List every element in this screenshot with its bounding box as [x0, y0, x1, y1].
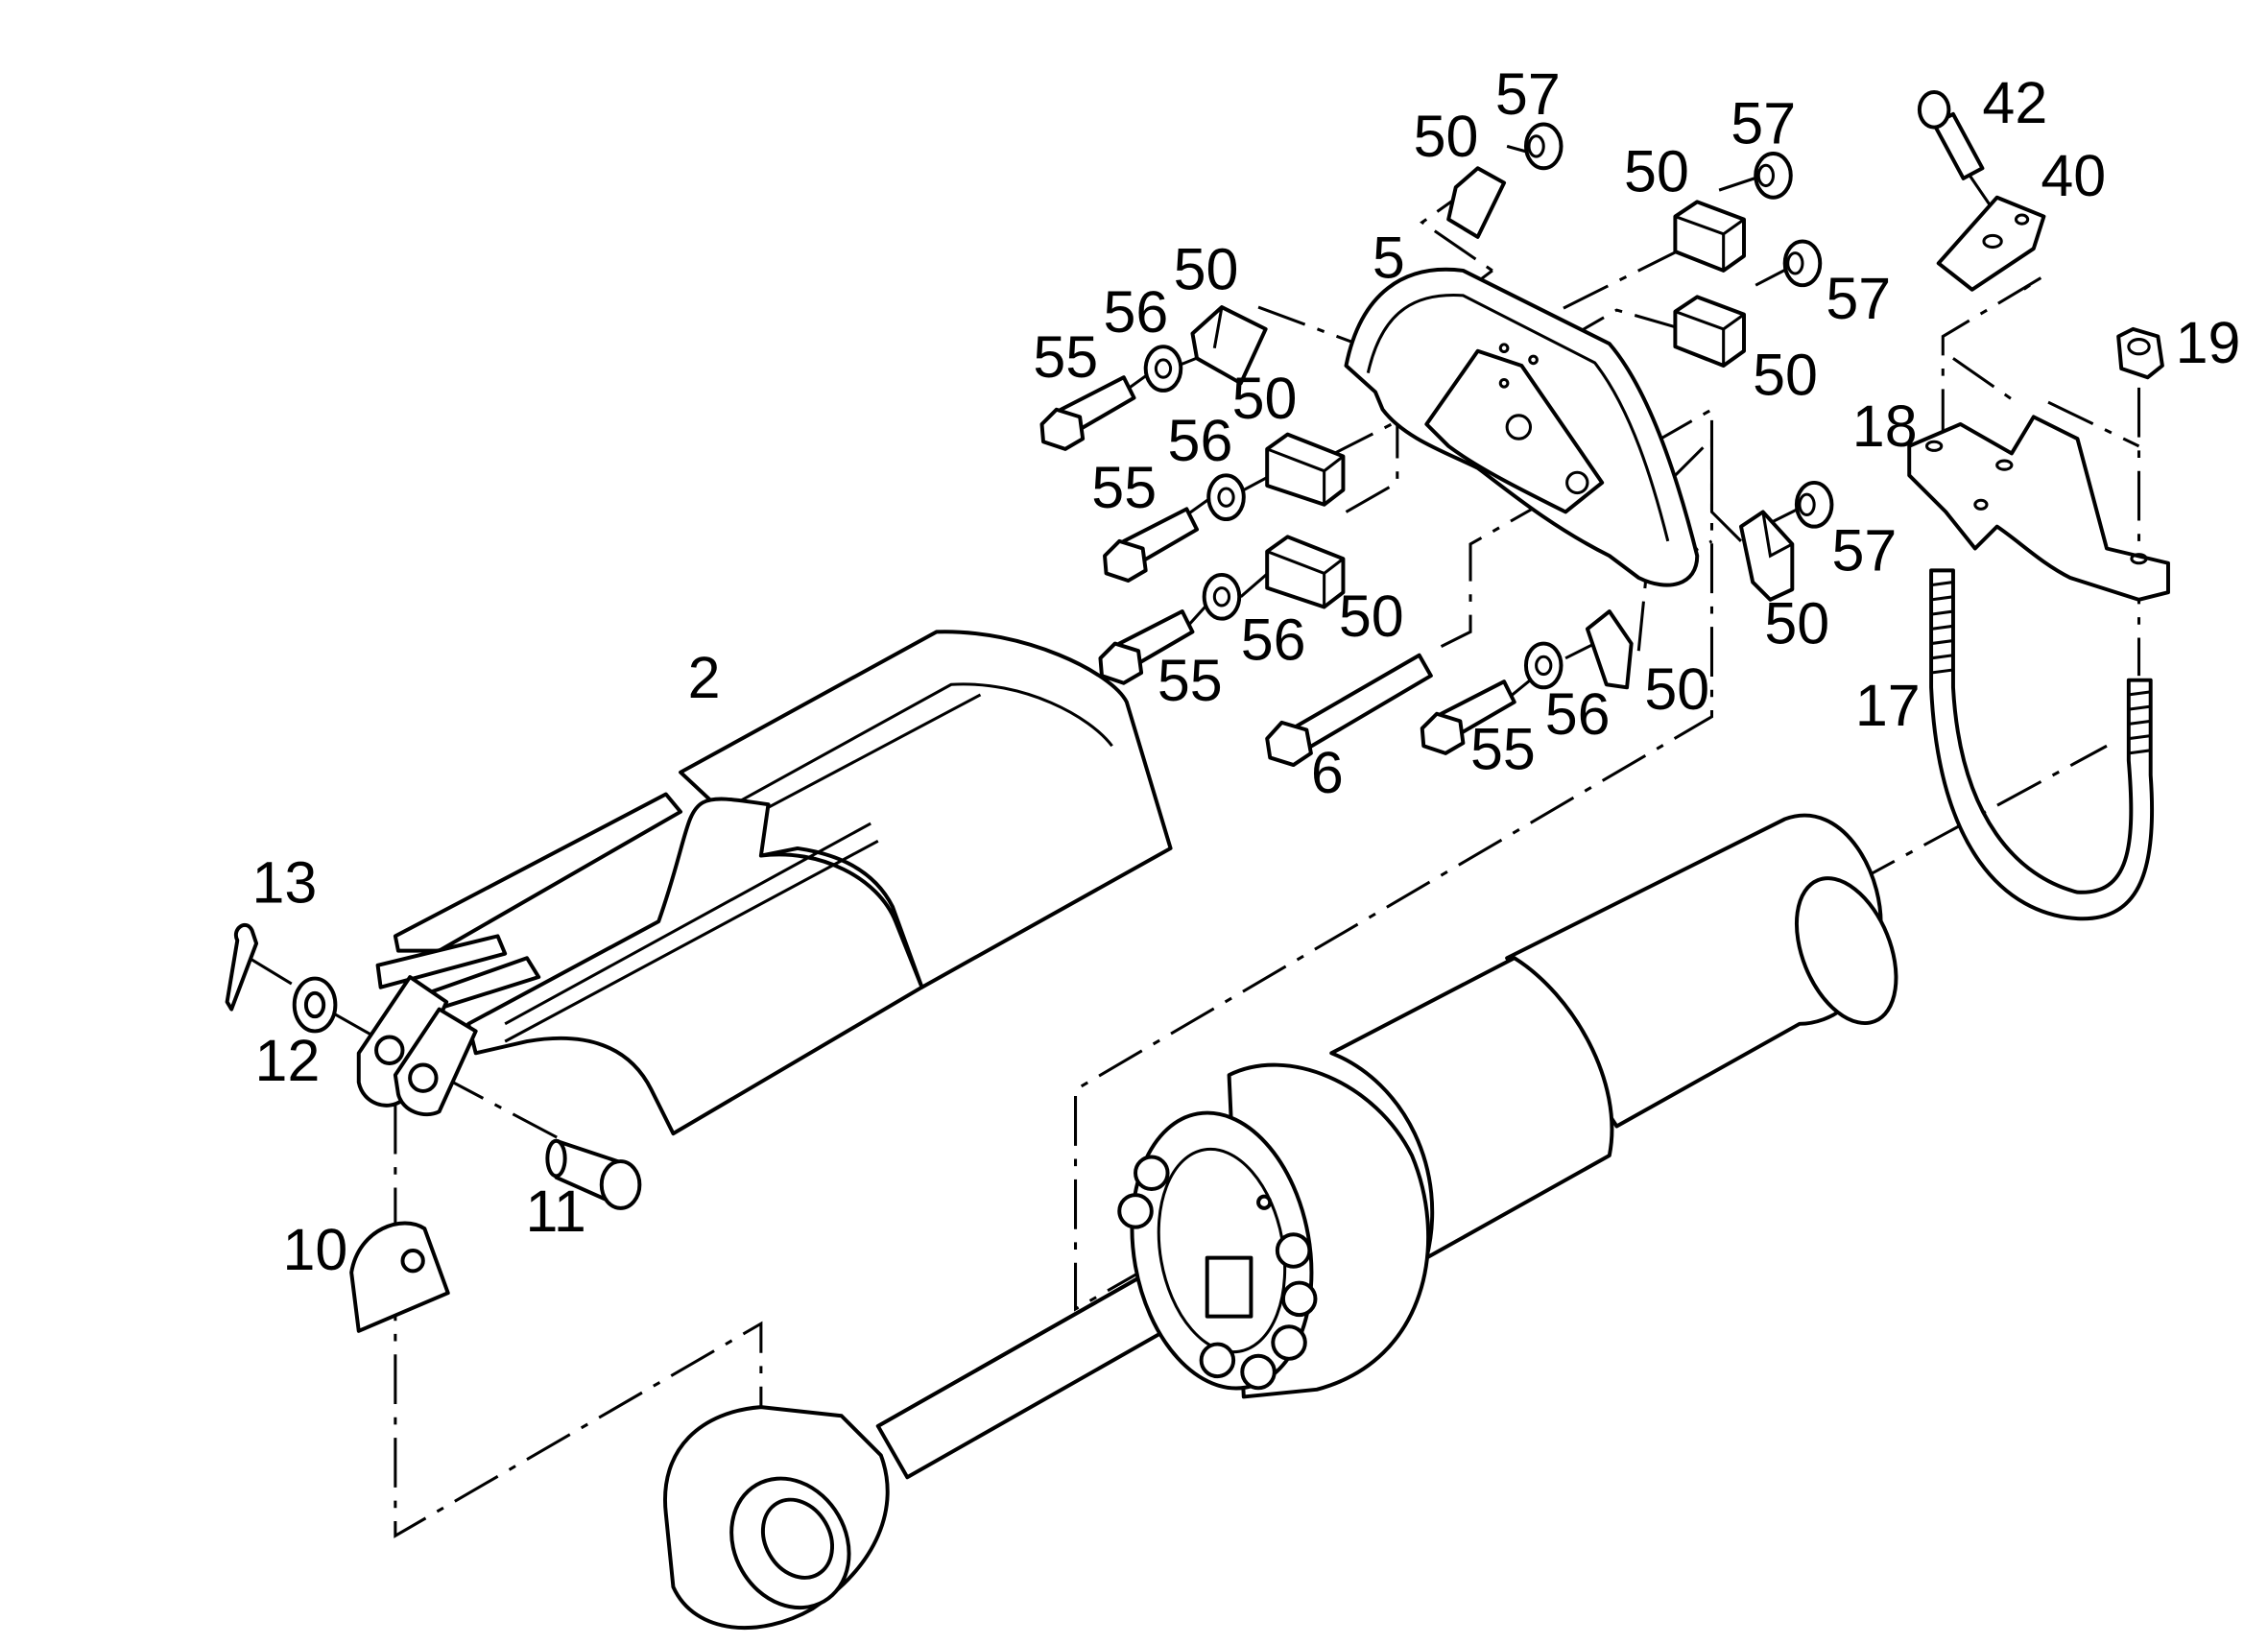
bolt-55: [1420, 679, 1516, 755]
callout-5: 5: [1373, 226, 1405, 291]
callout-56: 56: [1103, 279, 1168, 345]
callout-2: 2: [688, 645, 721, 710]
cotter-pin: [225, 923, 259, 1012]
clamp-block-50: [1190, 305, 1268, 386]
clamp-block-50: [1585, 609, 1634, 690]
bolt-55: [1039, 375, 1136, 451]
callout-17: 17: [1855, 673, 1921, 738]
guard-plate: [356, 630, 1173, 1136]
clamp-block-50: [1738, 510, 1795, 602]
nut-57: [1754, 152, 1793, 200]
washer-12: [292, 976, 338, 1034]
nut-57: [1523, 122, 1564, 171]
callout-50: 50: [1764, 591, 1829, 656]
pin-11: [545, 1138, 642, 1210]
nut-57: [1794, 480, 1834, 529]
bolt-55: [1098, 609, 1195, 685]
nut-57: [1782, 239, 1823, 288]
flange-bolt-heads: [1117, 1155, 1318, 1391]
bolt-6: [1265, 653, 1433, 768]
bracket-5: [1344, 267, 1700, 587]
callout-labels: 57 50 57 50 42 40 5 50 57 56 55 50 19 50…: [252, 61, 2241, 1282]
callout-50: 50: [1232, 366, 1298, 431]
callout-19: 19: [2176, 310, 2241, 375]
callout-11: 11: [526, 1179, 586, 1244]
callout-57: 57: [1826, 266, 1891, 331]
callout-56: 56: [1545, 681, 1611, 747]
callout-18: 18: [1852, 393, 1918, 459]
callout-56: 56: [1241, 607, 1306, 672]
callout-55: 55: [1470, 717, 1536, 782]
callout-55: 55: [1091, 455, 1157, 520]
callout-40: 40: [2041, 143, 2106, 208]
callout-13: 13: [252, 849, 318, 915]
clamp-block-50: [1265, 432, 1346, 507]
nut-19: [2116, 326, 2164, 380]
callout-56: 56: [1168, 408, 1233, 473]
u-bolt-17: [1929, 568, 2155, 921]
callout-57: 57: [1731, 90, 1796, 155]
washer-56: [1143, 345, 1183, 393]
saddle-18: [1907, 415, 2170, 602]
callout-10: 10: [283, 1217, 348, 1282]
washer-56: [1523, 641, 1564, 690]
callout-42: 42: [1982, 70, 2047, 135]
callout-50: 50: [1624, 139, 1689, 204]
bolt-55: [1103, 507, 1200, 584]
callout-50: 50: [1414, 104, 1479, 169]
callout-50: 50: [1174, 237, 1239, 302]
cap-screw-42: [1917, 90, 1985, 180]
hydraulic-cylinder: [663, 813, 1898, 1631]
callout-55: 55: [1158, 648, 1223, 713]
clamp-block-50: [1446, 166, 1507, 239]
callout-57: 57: [1495, 61, 1561, 127]
callout-12: 12: [255, 1028, 321, 1093]
washer-56: [1202, 572, 1242, 621]
washer-56: [1206, 473, 1246, 522]
callout-50: 50: [1644, 656, 1709, 722]
assembly-leader-lines: [248, 144, 2141, 1538]
clamp-block-50: [1265, 535, 1346, 609]
callout-55: 55: [1033, 324, 1098, 390]
callout-6: 6: [1311, 740, 1344, 805]
block-40: [1936, 195, 2046, 292]
callout-50: 50: [1339, 584, 1404, 649]
clamp-block-50: [1673, 295, 1746, 368]
callout-50: 50: [1753, 342, 1818, 407]
retainer-10: [349, 1221, 450, 1333]
clamp-block-50: [1673, 200, 1746, 273]
callout-57: 57: [1831, 517, 1897, 583]
